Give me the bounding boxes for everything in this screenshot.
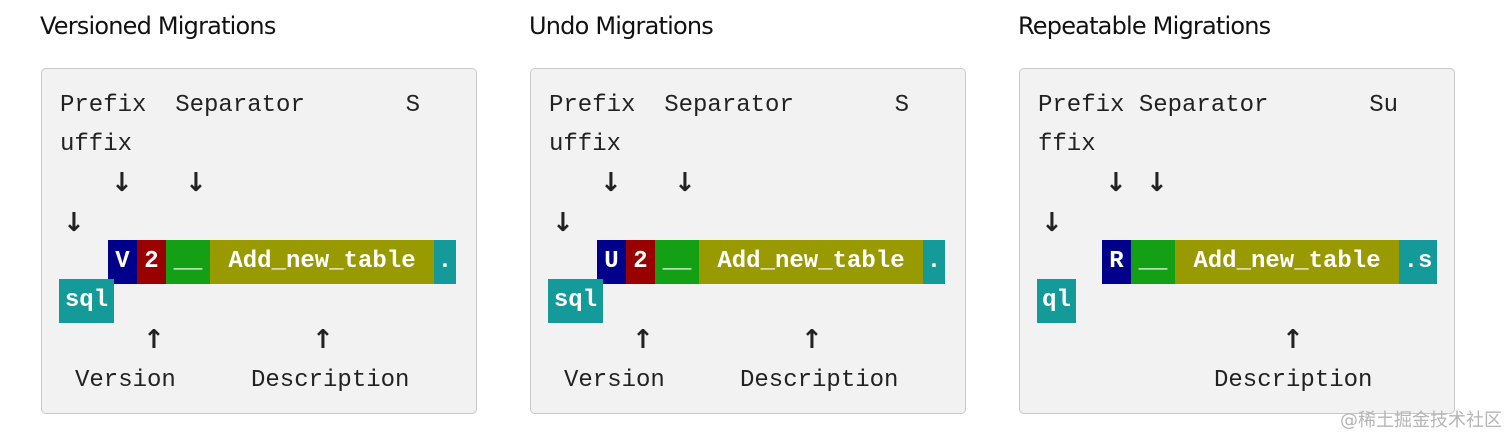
label-line-1: Prefix Separator S (549, 92, 910, 119)
down-arrow-icon: ↓ (1041, 208, 1063, 238)
segment-version: 2 (137, 240, 166, 284)
panel-title-undo: Undo Migrations (529, 12, 714, 40)
panel-title-versioned: Versioned Migrations (40, 12, 276, 40)
panel-title-repeatable: Repeatable Migrations (1018, 12, 1271, 40)
segment-prefix: U (597, 240, 626, 284)
segment-prefix: R (1102, 240, 1131, 284)
up-arrow-icon: ↑ (312, 325, 334, 355)
down-arrow-icon: ↓ (1105, 168, 1127, 198)
panel-undo: Prefix Separator S uffix ↓ ↓ ↓ U 2 __ Ad… (530, 68, 966, 414)
panel-versioned: Prefix Separator S uffix ↓ ↓ ↓ V 2 __ Ad… (41, 68, 477, 414)
down-arrow-icon: ↓ (674, 168, 696, 198)
label-line-1: Prefix Separator Su (1038, 92, 1399, 119)
label-line-2: uffix (60, 131, 133, 158)
segment-suffix: . (434, 240, 456, 284)
segment-separator: __ (655, 240, 699, 284)
label-line-2: ffix (1038, 131, 1096, 158)
up-arrow-icon: ↑ (1282, 325, 1304, 355)
segment-prefix: V (108, 240, 137, 284)
segment-suffix: . (923, 240, 945, 284)
segment-suffix: .s (1399, 240, 1437, 284)
label-line-1: Prefix Separator S (60, 92, 421, 119)
segment-description: Add_new_table (1175, 240, 1399, 284)
label-version: Version (75, 367, 176, 394)
segment-separator: __ (166, 240, 210, 284)
down-arrow-icon: ↓ (1146, 168, 1168, 198)
label-description: Description (1214, 367, 1373, 394)
up-arrow-icon: ↑ (801, 325, 823, 355)
up-arrow-icon: ↑ (632, 325, 654, 355)
label-line-2: uffix (549, 131, 622, 158)
panel-repeatable: Prefix Separator Su ffix ↓ ↓ ↓ R __ Add_… (1019, 68, 1455, 414)
label-description: Description (740, 367, 899, 394)
down-arrow-icon: ↓ (600, 168, 622, 198)
down-arrow-icon: ↓ (63, 208, 85, 238)
segment-suffix-wrap: ql (1037, 279, 1076, 323)
label-description: Description (251, 367, 410, 394)
segment-version: 2 (626, 240, 655, 284)
watermark: @稀土掘金技术社区 (1340, 410, 1502, 431)
segment-separator: __ (1131, 240, 1175, 284)
segment-description: Add_new_table (210, 240, 434, 284)
label-version: Version (564, 367, 665, 394)
segment-suffix-wrap: sql (59, 279, 114, 323)
down-arrow-icon: ↓ (111, 168, 133, 198)
up-arrow-icon: ↑ (143, 325, 165, 355)
segment-description: Add_new_table (699, 240, 923, 284)
down-arrow-icon: ↓ (185, 168, 207, 198)
segment-suffix-wrap: sql (548, 279, 603, 323)
down-arrow-icon: ↓ (552, 208, 574, 238)
